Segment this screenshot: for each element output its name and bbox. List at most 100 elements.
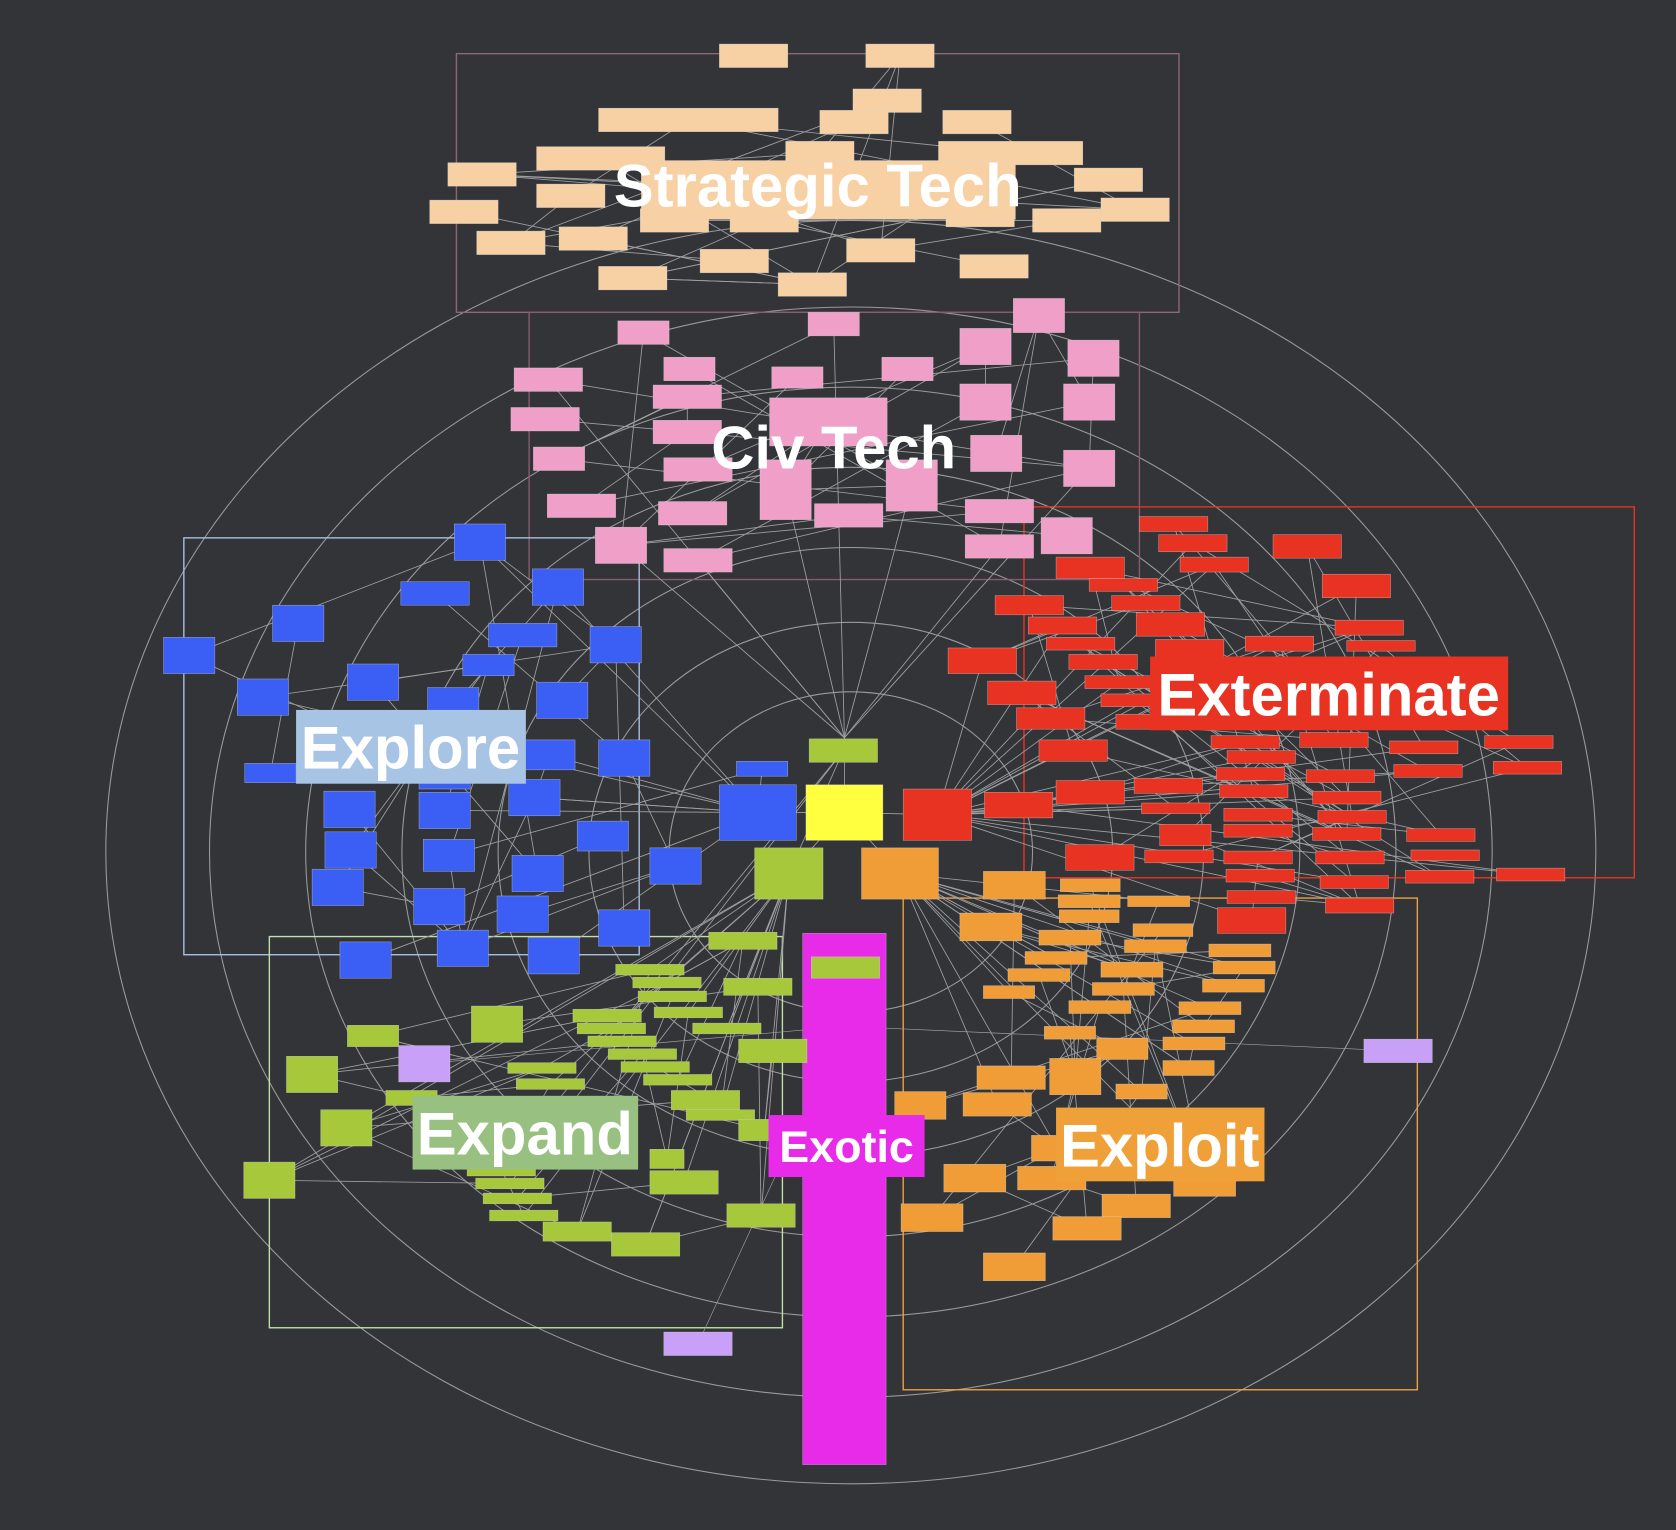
tech-node-explore[interactable]	[436, 929, 489, 967]
tech-node-civ[interactable]	[964, 499, 1034, 524]
tech-node-expand[interactable]	[516, 1078, 585, 1090]
tech-node-exterminate[interactable]	[1272, 534, 1342, 559]
tech-node-civ[interactable]	[814, 503, 884, 528]
tech-node-expand[interactable]	[507, 1062, 577, 1074]
tech-node-exterminate[interactable]	[1393, 764, 1463, 778]
tech-node-exterminate[interactable]	[1315, 850, 1385, 865]
tech-node-strategic[interactable]	[598, 107, 779, 132]
tech-node-special[interactable]	[663, 1331, 733, 1356]
tech-node-explore[interactable]	[536, 681, 589, 719]
tech-node-exterminate[interactable]	[947, 647, 1017, 674]
tech-node-civ[interactable]	[769, 397, 888, 447]
tech-node-exterminate[interactable]	[987, 680, 1057, 705]
tech-node-exterminate[interactable]	[1219, 784, 1289, 798]
tech-node-exploit[interactable]	[1007, 968, 1071, 982]
tech-node-exploit[interactable]	[1178, 1001, 1242, 1015]
tech-node-explore[interactable]	[576, 820, 629, 852]
tech-node-exploit[interactable]	[900, 1203, 964, 1232]
tech-node-explore[interactable]	[347, 663, 399, 701]
tech-node-civ[interactable]	[881, 356, 934, 382]
tech-node-expand[interactable]	[685, 1109, 755, 1121]
tech-node-expand[interactable]	[808, 738, 878, 763]
tech-node-exploit[interactable]	[1132, 923, 1194, 937]
tech-node-strategic[interactable]	[598, 266, 668, 291]
tech-node-explore[interactable]	[532, 568, 584, 606]
tech-node-exterminate[interactable]	[1312, 790, 1382, 805]
tech-node-expand[interactable]	[243, 1161, 296, 1199]
tech-node-explore[interactable]	[324, 831, 377, 869]
tech-node-expand[interactable]	[754, 847, 824, 900]
tech-node-exterminate[interactable]	[1216, 767, 1286, 781]
tech-node-expand[interactable]	[471, 1005, 523, 1043]
tech-node-exterminate[interactable]	[1496, 867, 1566, 882]
tech-node-exterminate[interactable]	[1492, 760, 1562, 775]
tech-node-civ[interactable]	[546, 493, 616, 518]
tech-node-exploit[interactable]	[1038, 929, 1102, 946]
tech-node-exploit[interactable]	[983, 985, 1035, 999]
tech-node-civ[interactable]	[663, 548, 733, 573]
tech-node-civ[interactable]	[1063, 449, 1116, 487]
tech-node-expand[interactable]	[475, 1177, 545, 1190]
tech-node-exterminate[interactable]	[1158, 534, 1228, 553]
tech-node-expand[interactable]	[811, 956, 880, 979]
tech-node-exploit[interactable]	[1115, 1083, 1168, 1100]
tech-node-exploit[interactable]	[959, 912, 1023, 942]
tech-node-strategic[interactable]	[865, 43, 935, 68]
tech-node-exploit[interactable]	[1202, 979, 1265, 993]
tech-node-explore[interactable]	[339, 941, 392, 979]
tech-node-expand[interactable]	[615, 964, 685, 976]
tech-node-exterminate[interactable]	[1226, 890, 1296, 904]
tech-node-exterminate[interactable]	[1484, 735, 1554, 749]
tech-node-explore[interactable]	[508, 779, 561, 817]
tech-node-exterminate[interactable]	[1410, 849, 1480, 861]
tech-node-civ[interactable]	[959, 328, 1012, 365]
tech-node-exploit[interactable]	[976, 1065, 1046, 1090]
tech-node-explore[interactable]	[237, 678, 289, 716]
tech-node-exterminate[interactable]	[1135, 612, 1205, 637]
tech-node-special[interactable]	[1363, 1038, 1433, 1063]
tech-node-civ[interactable]	[807, 312, 860, 337]
tech-node-civ[interactable]	[885, 459, 938, 512]
tech-node-exploit[interactable]	[1208, 943, 1272, 958]
tech-node-civ[interactable]	[771, 366, 824, 389]
tech-node-expand[interactable]	[347, 1025, 399, 1047]
tech-node-expand[interactable]	[653, 1006, 723, 1019]
tech-node-strategic[interactable]	[1073, 167, 1143, 192]
tech-node-civ[interactable]	[595, 526, 647, 564]
tech-node-exterminate[interactable]	[1312, 827, 1382, 841]
tech-node-exterminate[interactable]	[1226, 750, 1296, 764]
tech-node-expand[interactable]	[576, 1022, 646, 1035]
tech-node-explore[interactable]	[589, 626, 642, 664]
tech-node-civ[interactable]	[652, 384, 722, 409]
tech-node-expand[interactable]	[611, 1232, 681, 1257]
tech-node-exterminate[interactable]	[1084, 675, 1154, 689]
tech-node-explore[interactable]	[454, 523, 506, 561]
tech-node-exploit[interactable]	[943, 1163, 1007, 1193]
tech-node-exterminate[interactable]	[1038, 739, 1108, 762]
tech-node-exterminate[interactable]	[1055, 780, 1125, 805]
tech-node-expand[interactable]	[637, 990, 707, 1003]
tech-node-expand[interactable]	[286, 1056, 339, 1093]
tech-node-civ[interactable]	[663, 457, 733, 482]
tech-node-explore[interactable]	[323, 790, 376, 828]
tech-node-explore[interactable]	[423, 839, 475, 872]
tech-node-exterminate[interactable]	[1223, 808, 1293, 822]
tech-node-strategic[interactable]	[942, 110, 1012, 135]
tech-node-exploit[interactable]	[1212, 960, 1276, 975]
tech-node-root[interactable]	[805, 784, 884, 841]
tech-node-special[interactable]	[398, 1045, 451, 1083]
tech-node-explore[interactable]	[163, 637, 216, 674]
tech-node-civ[interactable]	[510, 407, 580, 432]
tech-node-civ[interactable]	[759, 459, 812, 520]
tech-node-exploit[interactable]	[1068, 1000, 1132, 1014]
tech-node-civ[interactable]	[658, 501, 728, 526]
tech-node-strategic[interactable]	[641, 160, 1016, 220]
tech-node-strategic[interactable]	[846, 238, 916, 263]
tech-node-strategic[interactable]	[719, 43, 789, 68]
tech-node-expand[interactable]	[643, 1074, 713, 1086]
tech-node-explore[interactable]	[598, 739, 651, 777]
tech-node-exterminate[interactable]	[1346, 640, 1416, 652]
tech-node-exterminate[interactable]	[1133, 778, 1203, 794]
tech-node-exterminate[interactable]	[1325, 897, 1395, 914]
tech-node-strategic[interactable]	[1032, 208, 1102, 233]
